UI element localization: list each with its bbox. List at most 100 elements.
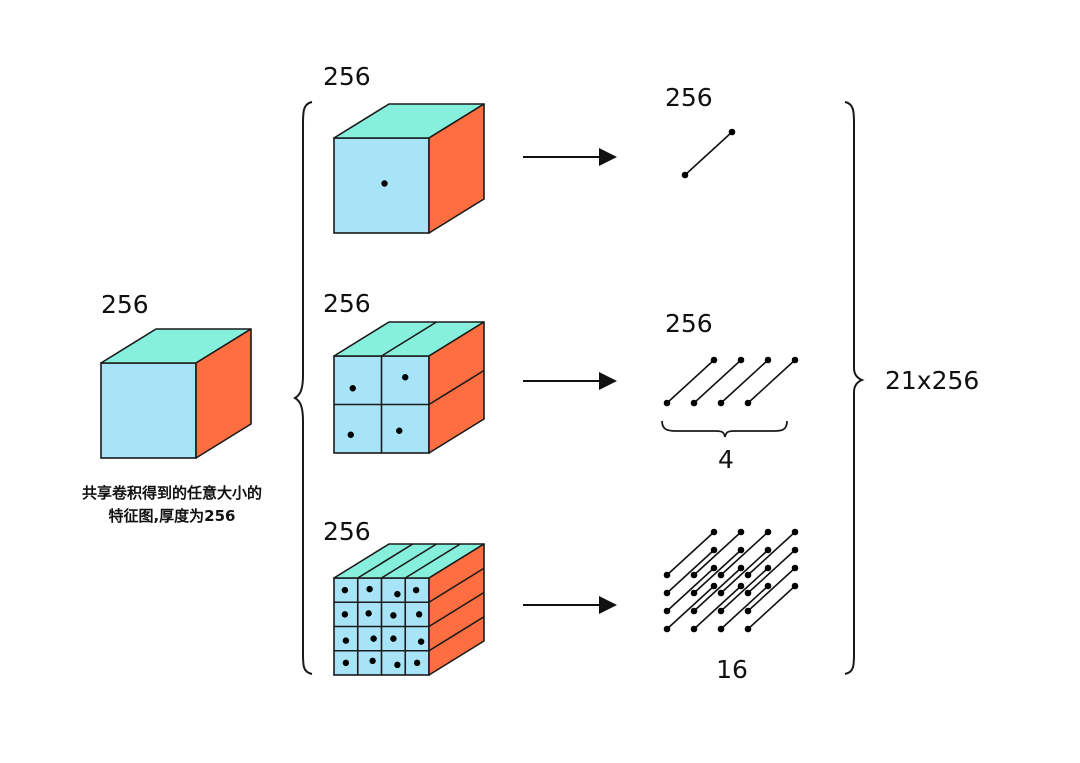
pooling-cube-4x4 (333, 543, 485, 676)
pooling-sample-dot (417, 638, 425, 645)
left-brace (293, 101, 313, 675)
feature-vector-end-dot (737, 528, 745, 536)
pooling-sample-dot (341, 611, 349, 618)
feature-vector-start-dot (744, 589, 752, 597)
pooling-sample-dot (413, 659, 421, 667)
feature-vector-end-dot (764, 582, 772, 590)
feature-vector-line (693, 585, 742, 630)
feature-vector-start-dot (690, 607, 698, 615)
pooling-sample-dot (396, 427, 403, 434)
feature-vector-end-dot (791, 564, 799, 572)
pooling-sample-dot (369, 657, 376, 665)
arrow-level-3 (523, 596, 617, 614)
pooling-sample-dot (342, 659, 350, 667)
pooling-sample-dot (342, 637, 350, 644)
feature-vector-end-dot (791, 546, 799, 554)
feature-vector-start-dot (663, 399, 671, 407)
feature-vector-end-dot (710, 564, 718, 572)
pooling-cube-2x2 (333, 321, 485, 454)
feature-vector-line (666, 567, 715, 612)
cube-grid-line (428, 616, 485, 652)
pooling-sample-dot (390, 612, 397, 619)
feature-vector-end-dot (737, 564, 745, 572)
cube-grid-line (428, 591, 485, 628)
feature-vector-end-dot (764, 528, 772, 536)
feature-vector-end-dot (728, 128, 736, 136)
cube-front-face (333, 137, 430, 234)
cube-grid-line (428, 369, 485, 406)
feature-vector-line (693, 359, 742, 404)
pooling-sample-dot (412, 586, 420, 594)
pooling-sample-dot (341, 586, 349, 594)
feature-vector-start-dot (663, 625, 671, 633)
feature-vector-line (693, 567, 742, 612)
level-2-output-count-label: 4 (718, 445, 734, 474)
feature-vector-line (693, 549, 742, 594)
feature-vector-start-dot (744, 571, 752, 579)
feature-vector-line (684, 131, 733, 176)
feature-vector-end-dot (791, 356, 799, 364)
feature-vector-end-dot (791, 582, 799, 590)
result-label: 21x256 (885, 366, 979, 395)
pooling-cube-1x1 (333, 103, 485, 234)
feature-vector-start-dot (663, 589, 671, 597)
feature-vector-start-dot (717, 607, 725, 615)
arrow-level-2 (523, 372, 617, 390)
feature-vector-end-dot (737, 356, 745, 364)
feature-vector-start-dot (663, 571, 671, 579)
feature-vector-end-dot (791, 528, 799, 536)
feature-vector-end-dot (737, 582, 745, 590)
pyramid-level-4x4: 256 16 (323, 517, 799, 684)
feature-vector-start-dot (717, 399, 725, 407)
feature-vector-line (747, 531, 796, 576)
feature-vector-line (693, 531, 742, 576)
pooling-sample-dot (365, 610, 372, 617)
pooling-sample-dot (390, 635, 397, 642)
level-1-depth-label: 256 (323, 62, 371, 91)
feature-vector-start-dot (690, 625, 698, 633)
pyramid-level-2x2: 256 256 4 (323, 289, 799, 474)
feature-vector-line (747, 585, 796, 630)
cube-side-face (428, 103, 485, 234)
cube-grid-line (381, 543, 437, 579)
cube-grid-line (404, 543, 461, 579)
arrow-level-1 (523, 148, 617, 166)
feature-vector-end-dot (764, 356, 772, 364)
pooling-sample-dot (347, 431, 354, 438)
cube-side-face (195, 328, 252, 459)
input-depth-label: 256 (101, 290, 149, 319)
feature-vector-start-dot (717, 571, 725, 579)
feature-vector-start-dot (690, 589, 698, 597)
level-3-output-count-label: 16 (716, 655, 748, 684)
feature-vector-line (720, 531, 769, 576)
level-2-output-depth-label: 256 (665, 309, 713, 338)
feature-vector-line (720, 549, 769, 594)
right-brace (844, 101, 865, 675)
feature-vector-end-dot (710, 546, 718, 554)
feature-vector-start-dot (744, 625, 752, 633)
feature-vector-start-dot (663, 607, 671, 615)
feature-vector-start-dot (744, 607, 752, 615)
feature-vector-start-dot (717, 625, 725, 633)
output-vectors-4 (663, 356, 799, 407)
input-feature-map-cube (100, 328, 252, 459)
feature-vector-end-dot (710, 356, 718, 364)
cube-grid-line (357, 543, 414, 579)
level-2-depth-label: 256 (323, 289, 371, 318)
pooling-sample-dot (394, 661, 401, 669)
feature-vector-end-dot (737, 546, 745, 554)
pooling-sample-dot (366, 585, 373, 593)
feature-vector-line (666, 549, 715, 594)
feature-vector-line (720, 359, 769, 404)
feature-vector-line (720, 585, 769, 630)
pooling-sample-dot (370, 635, 377, 642)
feature-vector-end-dot (710, 582, 718, 590)
feature-vector-line (666, 359, 715, 404)
feature-vector-start-dot (690, 571, 698, 579)
pooling-sample-dot (381, 180, 388, 187)
feature-vector-line (720, 567, 769, 612)
feature-vector-end-dot (764, 564, 772, 572)
feature-vector-start-dot (717, 589, 725, 597)
feature-vector-start-dot (744, 399, 752, 407)
